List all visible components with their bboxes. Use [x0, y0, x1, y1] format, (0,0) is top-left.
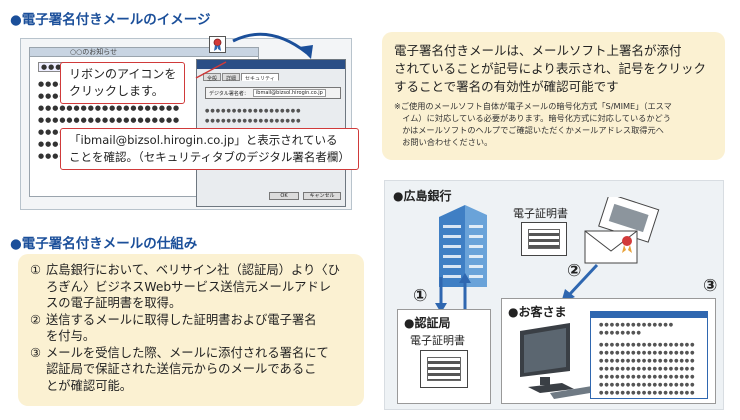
mechanism-item: ② 送信するメールに取得した証明書および電子署名 を付与。 — [30, 312, 354, 345]
dialog-row: ●●●●●●●●●●●●●●●●●● — [205, 118, 302, 124]
cert-label-authority: 電子証明書 — [410, 334, 465, 347]
arrows-bank-authority — [435, 273, 471, 313]
info-note-line: ※ご使用のメールソフト自体が電子メールの暗号化方式「S/MIME」（エスマ — [394, 101, 672, 111]
mechanism-line: 認証局で保証された送信元からのメールであるこ — [46, 362, 317, 376]
mechanism-line: スの電子証明書を取得。 — [46, 296, 182, 310]
screen-row: ●●●●●●●●●●●●●● — [599, 322, 675, 328]
bank-label: ●広島銀行 — [393, 189, 452, 203]
computer-monitor-icon — [520, 323, 602, 399]
confirm-callout: 「ibmail@bizsol.hirogin.co.jp」と表示されている こと… — [60, 128, 359, 170]
ok-button[interactable]: OK — [269, 192, 299, 200]
mechanism-line: ろぎん〉ビジネスWebサービス送信元メールアドレ — [46, 279, 332, 294]
screen-row: ●●●●●●●●●●●●●●●●●● — [599, 374, 696, 380]
mechanism-line: メールを受信した際、メールに添付される署名にて — [46, 345, 329, 360]
info-main-text: 電子署名付きメールは、メールソフト上署名が添付 されていることが記号により表示さ… — [394, 42, 713, 96]
ribbon-icon[interactable] — [209, 36, 226, 53]
screen-row: ●●●●●●●●●●●●●●●●●● — [599, 390, 696, 396]
mechanism-diagram: ●広島銀行 電子証明書 ① ② ●認証局 — [384, 180, 724, 410]
confirm-callout-line: ことを確認。（セキュリティタブのデジタル署名者欄） — [69, 150, 350, 164]
screen-row: ●●●●●●●●●●●●●●●●●● — [599, 350, 696, 356]
info-note-line: イム）に対応している必要があります。暗号化方式に対応しているかどう — [394, 113, 671, 123]
mechanism-line: 広島銀行において、ベリサイン社（認証局）より〈ひ — [46, 263, 340, 277]
ribbon-callout-line: リボンのアイコンを — [69, 67, 177, 81]
mechanism-item: ③ メールを受信した際、メールに添付される署名にて 認証局で保証された送信元から… — [30, 345, 354, 395]
mechanism-line: とが確認可能。 — [46, 378, 133, 393]
curved-arrow-icon — [232, 32, 313, 59]
cert-label-bank: 電子証明書 — [513, 207, 568, 220]
authority-label: ●認証局 — [404, 316, 451, 330]
info-main-line: 電子署名付きメールは、メールソフト上署名が添付 — [394, 43, 682, 58]
mechanism-line: 送信するメールに取得した証明書および電子署名 — [46, 312, 317, 327]
tab-security[interactable]: セキュリティ — [241, 73, 279, 82]
callout-pointer — [195, 61, 227, 79]
cancel-button[interactable]: キャンセル — [303, 192, 341, 200]
digital-signer-field: デジタル署名者： ibmail@bizsol.hirogin.co.jp — [205, 87, 341, 99]
authority-box: ●認証局 電子証明書 — [397, 309, 491, 404]
email-window-title: ○○のお知らせ — [30, 48, 258, 57]
digital-signer-email: ibmail@bizsol.hirogin.co.jp — [252, 89, 326, 97]
screen-row: ●●●●●●●●●●●●●●●●●● — [599, 358, 696, 364]
info-note: ※ご使用のメールソフト自体が電子メールの暗号化方式「S/MIME」（エスマ イム… — [394, 100, 713, 148]
info-note-line: かはメールソフトのヘルプでご確認いただくかメールアドレス取得元へ — [394, 125, 664, 135]
ribbon-callout-line: クリックします。 — [69, 84, 164, 98]
screen-row: ●●●●●●●●●●●●●●●●●● — [599, 382, 696, 388]
customer-label: ●お客さま — [508, 305, 567, 319]
email-body-row: ●●●●●●●●●●●●●●●●●●●● — [38, 116, 181, 124]
tab-general[interactable]: 全般 — [203, 73, 222, 82]
email-preview-screen: ●●●●●●●●●●●●●● ●●●●●●●● ●●●●●●●●●●●●●●●●… — [590, 311, 708, 399]
ribbon-callout: リボンのアイコンを クリックします。 — [60, 62, 186, 104]
tab-details[interactable]: 詳細 — [222, 73, 241, 82]
step-1-label: ① — [413, 286, 428, 306]
properties-dialog-titlebar — [197, 60, 345, 69]
email-body-row: ●●●●●●●●●●●●●●●●●●●● — [38, 104, 181, 112]
section-heading-mechanism: ●電子署名付きメールの仕組み — [10, 236, 198, 252]
confirm-callout-line: 「ibmail@bizsol.hirogin.co.jp」と表示されている — [69, 133, 338, 147]
mechanism-text: メールを受信した際、メールに添付される署名にて 認証局で保証された送信元からのメ… — [46, 345, 354, 395]
mechanism-text: 送信するメールに取得した証明書および電子署名 を付与。 — [46, 312, 354, 345]
screen-row: ●●●●●●●● — [599, 330, 642, 336]
step-3-label: ③ — [703, 276, 718, 296]
mechanism-text: 広島銀行において、ベリサイン社（認証局）より〈ひ ろぎん〉ビジネスWebサービス… — [46, 262, 354, 312]
mechanism-number: ① — [30, 263, 42, 277]
certificate-icon — [420, 350, 468, 388]
info-note-line: お問い合わせください。 — [394, 137, 493, 147]
customer-box: ●お客さま ●●●●●●●●●●●●●● ●●●●●●●● ●●●●●●●●●●… — [501, 298, 716, 404]
mechanism-box: ① 広島銀行において、ベリサイン社（認証局）より〈ひ ろぎん〉ビジネスWebサー… — [18, 254, 364, 406]
certificate-icon — [521, 222, 567, 256]
bank-building-icon — [439, 205, 487, 287]
digital-signer-label: デジタル署名者： — [209, 90, 249, 97]
info-box: 電子署名付きメールは、メールソフト上署名が添付 されていることが記号により表示さ… — [382, 32, 725, 160]
step-2-label: ② — [567, 261, 582, 281]
section-heading-image: ●電子署名付きメールのイメージ — [10, 12, 211, 28]
info-main-line: することで署名の有効性が確認可能です — [394, 79, 619, 94]
screen-row: ●●●●●●●●●●●●●●●●●● — [599, 366, 696, 372]
mechanism-number: ③ — [30, 345, 42, 360]
signed-envelope-icon — [584, 197, 660, 264]
mechanism-number: ② — [30, 312, 42, 327]
screen-row: ●●●●●●●●●●●●●●●●●● — [599, 342, 696, 348]
mechanism-line: を付与。 — [46, 329, 96, 343]
dialog-row: ●●●●●●●●●●●●●●●●●● — [205, 108, 302, 114]
info-main-line: されていることが記号により表示され、記号をクリック — [394, 61, 707, 76]
mechanism-item: ① 広島銀行において、ベリサイン社（認証局）より〈ひ ろぎん〉ビジネスWebサー… — [30, 262, 354, 312]
